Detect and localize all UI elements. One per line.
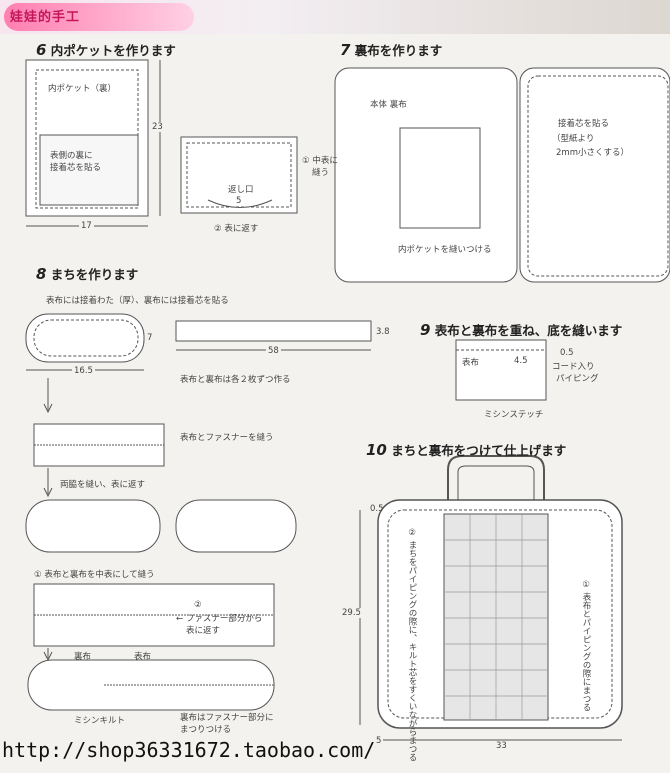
dim-16-5: 16.5 (72, 366, 95, 376)
shop-logo-text: 娃娃的手工 (10, 10, 81, 25)
dim-4-5: 4.5 (514, 356, 528, 366)
section-6-title: 6 内ポケットを作ります (36, 41, 176, 59)
sec9-dim-0-5: 0.5 (560, 348, 574, 358)
step1-label-2: 縫う (312, 168, 330, 178)
dim-29-5: 29.5 (342, 608, 361, 618)
lining-label: 裏布 (74, 652, 92, 662)
section-8-title: 8 まちを作ります (36, 265, 139, 283)
sec8-note: 表布には接着わた（厚）、裏布には接着芯を貼る (46, 296, 229, 306)
step1-label-1: ① 中表に (302, 156, 338, 166)
outer-label: 表布 (134, 652, 152, 662)
section-9-title: 9 表布と裏布を重ね、底を縫います (420, 321, 623, 339)
step2-label-1: ② (194, 600, 202, 610)
piping-label-2: パイピング (556, 374, 599, 384)
section-10-title: 10 まちと裏布をつけて仕上げます (366, 441, 567, 459)
dim-5: 5 (374, 736, 384, 746)
step2-label-2: ← ファスナー部分から (176, 614, 263, 624)
dim-58: 58 (266, 346, 281, 356)
sew-pocket-label: 内ポケットを縫いつける (398, 245, 492, 255)
interfacing-label-1: 表側の裏に (50, 151, 93, 161)
interfacing-c: 2mm小さくする） (556, 148, 629, 158)
interfacing-label-2: 接着芯を貼る (50, 163, 102, 173)
dim-7: 7 (147, 333, 153, 343)
interfacing-b: （型紙より (552, 134, 595, 144)
zip-note-1: 裏布はファスナー部分に (180, 713, 274, 723)
sec10-left-note: ② まちをパイピングの際に、キルト芯をすくいながらまつる (407, 528, 417, 762)
section-7-title: 7 裏布を作ります (340, 41, 443, 59)
stitch-label: ミシンステッチ (484, 410, 544, 420)
return-opening-label: 返し口 (228, 185, 254, 195)
shop-url: http://shop36331672.taobao.com/ (2, 738, 376, 762)
step-inside-label: ① 表布と裏布を中表にして縫う (34, 570, 155, 580)
piping-label-1: コード入り (552, 362, 595, 372)
sew-ends-label: 両脇を縫い、表に返す (60, 480, 146, 490)
sec9-outer-label: 表布 (462, 358, 480, 368)
dim-3-8: 3.8 (376, 327, 390, 337)
gap-5-label: 5 (236, 196, 242, 206)
step2-label-3: 表に返す (186, 626, 221, 636)
machine-quilt-label: ミシンキルト (74, 716, 126, 726)
sec10-dim-0-5: 0.5 (370, 504, 384, 514)
interfacing-a: 接着芯を貼る (558, 119, 610, 129)
dim-width: 17 (79, 221, 94, 231)
dim-33: 33 (494, 741, 509, 751)
sew-zipper-label: 表布とファスナーを縫う (180, 433, 274, 443)
pocket-back-label: 内ポケット（裏） (48, 84, 117, 94)
step2-label: ② 表に返す (214, 224, 259, 234)
shop-logo (4, 3, 194, 31)
sec10-right-note: ① 表布とパイピングの際にまつる (581, 580, 591, 712)
make-two-label: 表布と裏布は各２枚ずつ作る (180, 375, 291, 385)
dim-height: 23 (152, 122, 163, 132)
zip-note-2: まつりつける (180, 725, 232, 735)
body-lining-label: 本体 裏布 (370, 100, 407, 110)
